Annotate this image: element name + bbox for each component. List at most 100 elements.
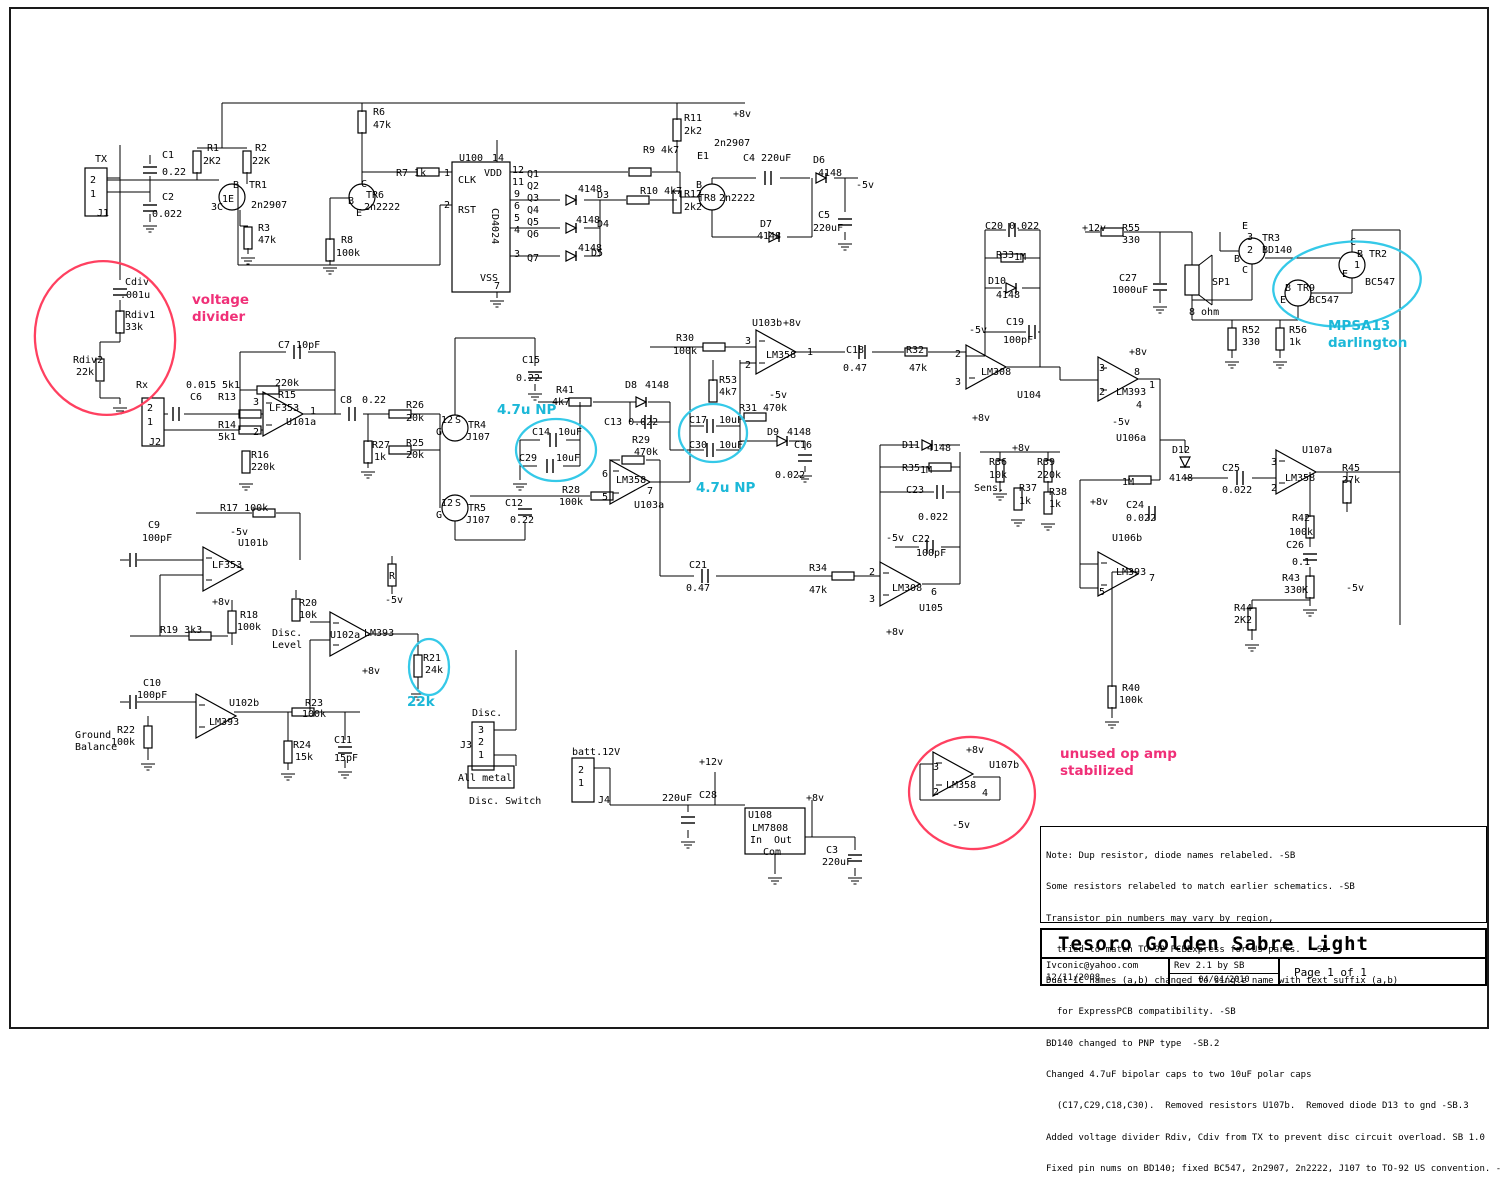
- component-label: -5v: [856, 180, 875, 191]
- component-label: U100: [459, 153, 484, 164]
- annotation-r21-value: 22k: [407, 694, 435, 711]
- component-label: 3: [514, 249, 521, 260]
- component-label: +8v: [733, 109, 752, 120]
- component-label: +8v: [1090, 497, 1109, 508]
- component-label: 12: [441, 415, 454, 426]
- component-label: Level: [272, 640, 303, 651]
- component-label: LF353: [212, 560, 243, 571]
- component-label: G: [436, 510, 443, 521]
- component-label: E: [1242, 221, 1249, 232]
- component-label: R38: [1049, 487, 1068, 498]
- component-label: TR1: [249, 180, 268, 191]
- component-label: D3: [597, 190, 610, 201]
- schematic-date: 12/11/2008: [1046, 972, 1101, 983]
- component-label: 15k: [295, 752, 314, 763]
- component-label: 100k: [559, 497, 584, 508]
- component-label: E1: [697, 151, 710, 162]
- component-label: 1k: [1019, 496, 1032, 507]
- component-label: R16: [251, 450, 270, 461]
- component-label: 100pF: [916, 548, 947, 559]
- component-label: C23: [906, 485, 925, 496]
- annotation-unused-opamp: unused op amp stabilized: [1060, 746, 1177, 780]
- component-label: Ground: [75, 730, 112, 741]
- component-label: U102a: [330, 630, 361, 641]
- component-label: LM393: [364, 628, 395, 639]
- component-label: C27: [1119, 273, 1138, 284]
- component-label: 2n2222: [364, 202, 401, 213]
- component-label: E: [1280, 295, 1287, 306]
- component-label: 4148: [996, 290, 1021, 301]
- component-label: R26: [406, 400, 425, 411]
- component-label: B: [1285, 283, 1292, 294]
- component-label: 4: [982, 788, 989, 799]
- component-label: 100k: [673, 346, 698, 357]
- component-label: Out: [774, 835, 793, 846]
- revision-label: Rev 2.1 by SB: [1170, 959, 1278, 974]
- component-label: 4148: [576, 215, 601, 226]
- author-cell: Ivconic@yahoo.com 12/11/2008: [1042, 959, 1170, 987]
- component-label: 47k: [909, 363, 928, 374]
- component-label: D5: [591, 248, 604, 259]
- note-line: (C17,C29,C18,C30). Removed resistors U10…: [1046, 1101, 1469, 1112]
- component-label: 22k: [76, 367, 95, 378]
- component-label: 2: [955, 349, 962, 360]
- component-label: 0.1: [1292, 557, 1311, 568]
- component-label: LM393: [209, 717, 240, 728]
- component-label: 220uF: [813, 223, 844, 234]
- annotation-text: 4.7u NP: [497, 402, 557, 418]
- component-label: C1: [162, 150, 175, 161]
- component-label: 4k7: [552, 397, 571, 408]
- component-label: C28: [699, 790, 718, 801]
- component-label: C18: [846, 345, 865, 356]
- component-label: R39: [1037, 457, 1056, 468]
- component-label: 2K2: [1234, 615, 1253, 626]
- component-label: .001u: [120, 290, 151, 301]
- component-label: R53: [719, 375, 738, 386]
- component-label: All metal: [458, 773, 513, 784]
- component-label: LM393: [1116, 567, 1147, 578]
- annotation-text: 4.7u NP: [696, 480, 756, 496]
- component-label: R37: [1019, 483, 1038, 494]
- component-label: 1k: [374, 452, 387, 463]
- component-label: 7: [1149, 573, 1156, 584]
- annotation-text: divider: [192, 308, 246, 325]
- component-label: 24k: [425, 665, 444, 676]
- component-label: C30: [689, 440, 708, 451]
- component-label: R35: [902, 463, 921, 474]
- component-label: B: [1357, 249, 1364, 260]
- component-label: C: [361, 179, 368, 190]
- component-label: J1: [97, 208, 110, 219]
- annotation-text: darlington: [1328, 334, 1408, 351]
- component-label: In: [750, 835, 763, 846]
- component-label: 1: [478, 750, 485, 761]
- annotation-voltage-divider: voltage divider: [192, 292, 249, 326]
- component-label: 33k: [125, 322, 144, 333]
- component-label: B: [233, 180, 240, 191]
- component-label: 47k: [373, 120, 392, 131]
- component-label: R28: [562, 485, 581, 496]
- component-label: D6: [813, 155, 826, 166]
- note-line: Some resistors relabeled to match earlie…: [1046, 882, 1355, 893]
- component-label: +8v: [886, 627, 905, 638]
- component-label: +8v: [1129, 347, 1148, 358]
- component-label: R22: [117, 725, 136, 736]
- component-label: BC547: [1309, 295, 1340, 306]
- component-label: 0.47: [686, 583, 711, 594]
- component-label: Q1: [527, 169, 540, 180]
- component-label: R17 100k: [220, 503, 269, 514]
- component-label: C8: [340, 395, 353, 406]
- component-label: LM308: [981, 367, 1012, 378]
- component-label: 1: [578, 778, 585, 789]
- component-label: C3: [826, 845, 839, 856]
- component-label: C: [1350, 237, 1357, 248]
- component-label: TR8: [698, 193, 717, 204]
- revision-notes-block: Note: Dup resistor, diode names relabele…: [1040, 826, 1500, 1174]
- component-label: U102b: [229, 698, 260, 709]
- component-label: 100k: [237, 622, 262, 633]
- component-label: +8v: [1012, 443, 1031, 454]
- note-line: tried to match TO-92 PCBExpress for US p…: [1046, 944, 1328, 955]
- component-label: -5v: [385, 595, 404, 606]
- component-label: U107a: [1302, 445, 1333, 456]
- component-label: 1k: [1049, 499, 1062, 510]
- component-label: R31: [739, 403, 758, 414]
